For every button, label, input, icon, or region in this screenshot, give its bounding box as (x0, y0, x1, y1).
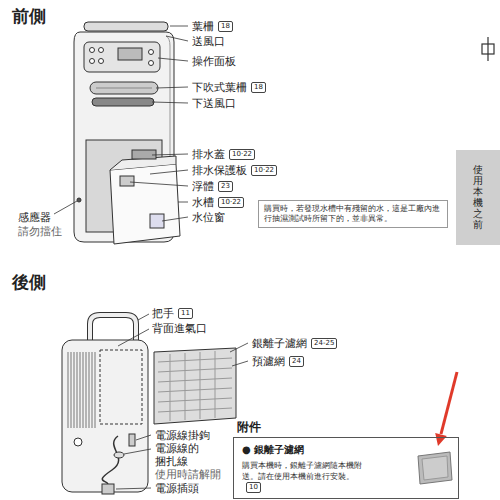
callout-number: 24 (289, 356, 304, 367)
callout-number: 10·22 (229, 149, 255, 160)
callout-number: 10 (246, 482, 261, 493)
callout-number: 10·22 (218, 197, 244, 208)
part-label: 下送風口 (192, 97, 236, 110)
accessory-frame: ● 銀離子濾網購買本機時，銀離子濾網隨本機附送。請在使用本機前進行安裝。10 (233, 437, 459, 499)
callout-number: 24-25 (311, 338, 337, 349)
part-label: 水位窗 (192, 211, 225, 224)
part-label: 電源插頭 (155, 482, 199, 495)
section-heading: 附件 (233, 419, 459, 437)
callout-number: 11 (178, 308, 193, 319)
note-box: 購買時，若發現水槽中有殘留的水，這是工廠內進行抽濕測試時所留下的，並非異常。 (258, 200, 448, 228)
item-body-wrap: 購買本機時，銀離子濾網隨本機附送。請在使用本機前進行安裝。10 (242, 461, 372, 493)
section-tab-text: 使用本機之前 (473, 164, 483, 230)
part-label: 排水保護板 (192, 164, 247, 177)
part-label: 電源線掛鉤 (155, 429, 210, 442)
back-unit (62, 315, 236, 494)
part-label: 下吹式葉柵 (192, 81, 247, 94)
leader-lines (54, 26, 188, 221)
part-label: 感應器 (18, 211, 51, 224)
filter-icon (418, 452, 452, 484)
red-arrow (435, 372, 457, 446)
part-label: 操作面板 (192, 55, 236, 68)
section-title: 前側 (12, 6, 46, 27)
registration-mark (482, 37, 494, 61)
item-body: 購買本機時，銀離子濾網隨本機附送。請在使用本機前進行安裝。 (242, 461, 362, 481)
part-label: 電源線的捆扎線 (155, 442, 201, 468)
part-label: 浮體 (192, 180, 214, 193)
callout-number: 18 (251, 82, 266, 93)
part-label: 水槽 (192, 196, 214, 209)
callout-number: 23 (218, 181, 233, 192)
usage-note: 使用時請解開 (155, 468, 221, 481)
leader-lines (116, 314, 248, 489)
section-title: 後側 (12, 272, 46, 293)
part-label: 排水蓋 (192, 148, 225, 161)
warning-note: 請勿擋住 (18, 225, 62, 238)
part-label: 預濾網 (252, 355, 285, 368)
note-text: 購買時，若發現水槽中有殘留的水，這是工廠內進行抽濕測試時所留下的，並非異常。 (264, 204, 442, 224)
att-box: 附件● 銀離子濾網購買本機時，銀離子濾網隨本機附送。請在使用本機前進行安裝。10 (233, 419, 459, 499)
part-label: 銀離子濾網 (252, 337, 307, 350)
part-label: 把手 (152, 307, 174, 320)
item-heading: ● 銀離子濾網 (242, 443, 450, 457)
front-unit (74, 22, 180, 244)
part-label: 葉柵 (192, 20, 214, 33)
part-label: 送風口 (192, 35, 225, 48)
tab-box: 使用本機之前 (456, 150, 500, 245)
part-label: 背面進氣口 (152, 322, 207, 335)
callout-number: 18 (218, 21, 233, 32)
callout-number: 10·22 (251, 165, 277, 176)
